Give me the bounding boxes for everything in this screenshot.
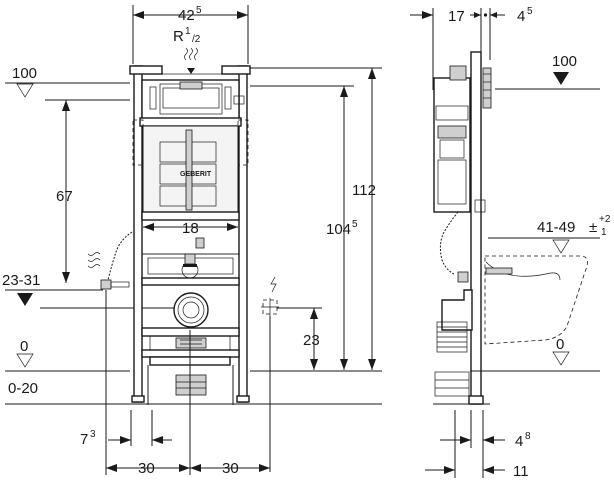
dim-17-value: 17 — [448, 8, 465, 25]
seat-height-label: 41-49 ± +2 1 — [488, 214, 611, 254]
dim-top-width-sup: 5 — [196, 5, 202, 16]
dimension-112: 112 — [250, 67, 382, 370]
front-view: 42 5 R 1 /2 100 67 23-31 — [2, 5, 382, 477]
dim-104-sup: 5 — [352, 219, 358, 230]
dimension-bottom-depth: 4 8 11 — [425, 410, 531, 480]
dimension-104-5: 104 5 — [250, 85, 358, 370]
dimension-bottom: 7 3 30 30 — [80, 290, 270, 477]
dim-4-5-sup: 5 — [527, 6, 533, 17]
wc-pan-outline — [484, 255, 588, 345]
dim-4-8-sup: 8 — [525, 431, 531, 442]
level-filled-triangle-icon — [17, 293, 33, 306]
dim-67-value: 67 — [56, 188, 73, 205]
level-100-label: 100 — [12, 65, 37, 82]
dim-4-8-value: 4 — [515, 433, 523, 450]
level-open-triangle-icon — [552, 351, 570, 366]
dim-18-value: 18 — [182, 220, 199, 237]
dim-top-width-value: 42 — [178, 7, 195, 24]
dim-4-5-value: 4 — [517, 8, 525, 25]
water-inlet-wave-icon — [184, 47, 198, 61]
dim-7-sup: 3 — [90, 429, 96, 440]
side-view: 17 4 5 100 — [410, 6, 611, 480]
water-inlet-r: R — [173, 28, 184, 45]
level-open-triangle-icon — [552, 239, 570, 254]
seat-height-value: 41-49 — [537, 219, 575, 236]
water-inlet-sub: /2 — [192, 34, 201, 45]
side-level-100: 100 — [495, 53, 600, 90]
dim-7-value: 7 — [80, 431, 88, 448]
level-open-triangle-icon — [16, 353, 34, 368]
dim-30-right-value: 30 — [222, 460, 239, 477]
dimension-67: 67 — [45, 99, 130, 283]
level-0-label: 0 — [20, 338, 28, 355]
dimension-18: 18 — [143, 220, 238, 237]
seat-height-tol-sign: ± — [589, 219, 597, 236]
dim-112-value: 112 — [352, 182, 376, 199]
dim-23-value: 23 — [303, 332, 320, 349]
water-inlet-label: R 1 /2 — [173, 26, 201, 74]
electric-lightning-icon — [270, 276, 277, 293]
brand-label: GEBERIT — [180, 171, 212, 178]
level-23-31-label: 23-31 — [2, 272, 40, 289]
level-100-marker: 100 — [5, 65, 130, 98]
side-level-100-label: 100 — [552, 53, 577, 70]
level-0-marker: 0 0-20 — [5, 338, 382, 405]
water-supply-wave-icon — [87, 252, 101, 268]
dim-30-left-value: 30 — [138, 460, 155, 477]
side-level-0: 0 — [433, 336, 600, 405]
level-23-31-marker: 23-31 — [2, 272, 180, 309]
socket-and-dim-23: 23 — [261, 276, 322, 472]
level-0-20-label: 0-20 — [8, 380, 38, 397]
seat-height-tol-minus: 1 — [601, 227, 607, 238]
side-frame — [433, 51, 492, 405]
dim-104-value: 104 — [326, 221, 351, 238]
dimension-top-width: 42 5 — [132, 5, 249, 64]
side-level-0-label: 0 — [556, 336, 564, 353]
seat-height-tol-plus: +2 — [599, 214, 611, 225]
dim-11-value: 11 — [513, 463, 529, 480]
level-open-triangle-icon — [16, 83, 34, 98]
level-filled-triangle-icon — [553, 72, 569, 85]
water-inlet-sup: 1 — [185, 26, 191, 37]
